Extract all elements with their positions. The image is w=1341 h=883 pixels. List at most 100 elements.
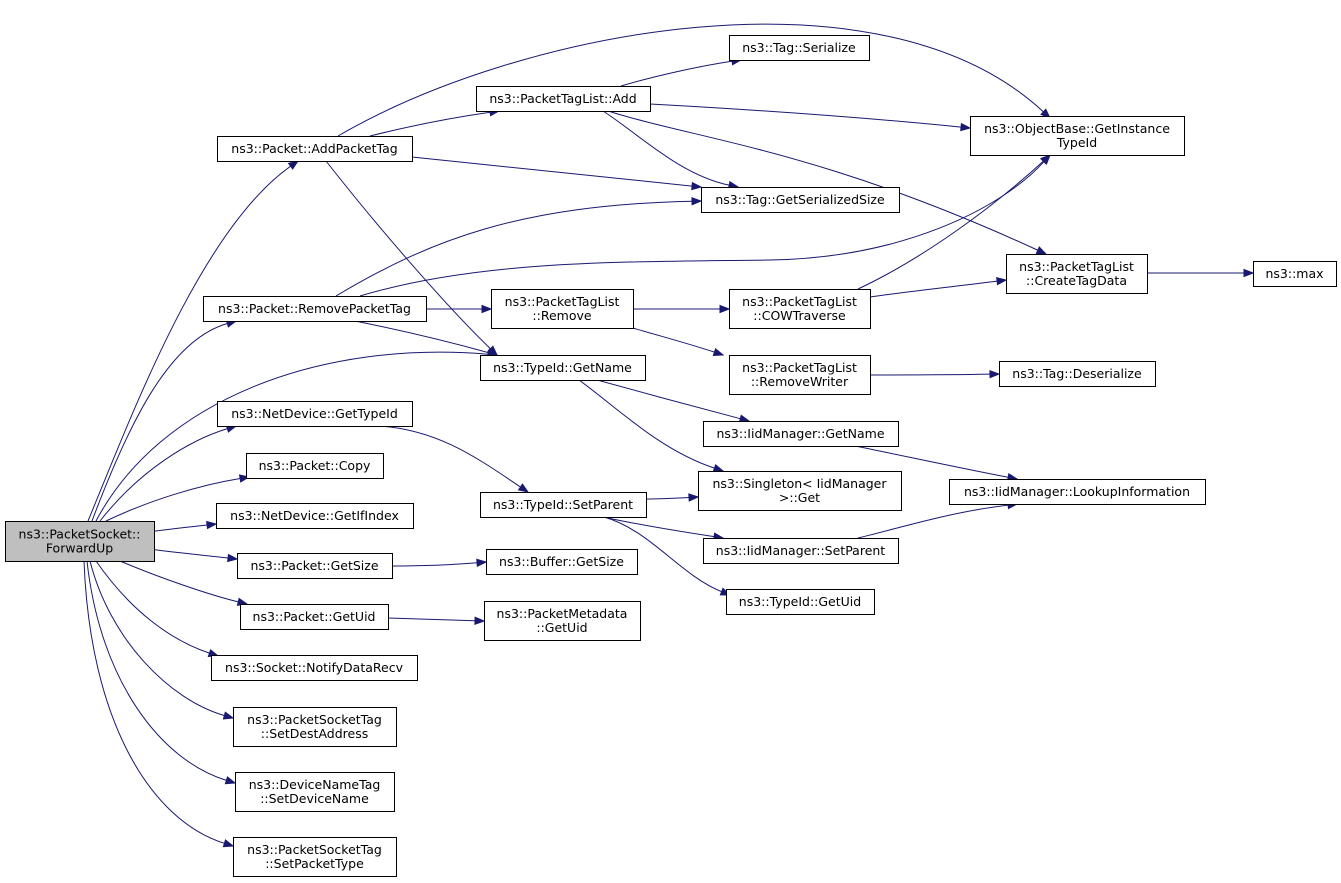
node-label: ForwardUp [46, 541, 113, 556]
arrowhead-icon [224, 776, 237, 785]
edge-line [620, 60, 733, 87]
arrowhead-icon [1035, 246, 1048, 255]
edge-forwardup-to-setpackettype [83, 560, 235, 848]
node-label: ns3::PacketTagList [742, 294, 857, 309]
node-box [703, 538, 899, 564]
node-setpackettype[interactable]: ns3::PacketSocketTag::SetPacketType [233, 837, 397, 877]
node-notifydatarecv[interactable]: ns3::Socket::NotifyDataRecv [211, 655, 418, 681]
edge-addpackettag-to-typeid_getname [325, 160, 498, 356]
arrowhead-icon [517, 483, 530, 493]
edge-line [86, 560, 227, 781]
arrowhead-icon [222, 839, 235, 848]
node-setdestaddress[interactable]: ns3::PacketSocketTag::SetDestAddress [233, 707, 397, 747]
node-metadata_getuid[interactable]: ns3::PacketMetadata::GetUid [484, 601, 641, 641]
edge-line [869, 373, 991, 376]
node-label: ns3::Packet::GetSize [250, 558, 378, 573]
node-typeid_getname[interactable]: ns3::TypeId::GetName [480, 355, 646, 381]
node-taglist_remove[interactable]: ns3::PacketTagList::Remove [491, 289, 634, 329]
node-typeid_getuid[interactable]: ns3::TypeId::GetUid [726, 589, 875, 615]
node-label: ns3::PacketSocketTag [247, 712, 382, 727]
node-box [949, 479, 1206, 505]
edge-removepackettag-to-typeid_getname [354, 320, 499, 357]
arrowhead-icon [712, 463, 725, 473]
node-box [484, 601, 641, 641]
node-packet_getuid[interactable]: ns3::Packet::GetUid [240, 604, 389, 630]
node-iid_setparent[interactable]: ns3::IidManager::SetParent [703, 538, 899, 564]
edge-cowtraverse-to-createtagdata [869, 277, 1008, 298]
node-label: ns3::TypeId::GetUid [739, 594, 861, 609]
node-tag_deserialize[interactable]: ns3::Tag::Deserialize [999, 361, 1156, 387]
edge-line [91, 323, 228, 522]
node-addpackettag[interactable]: ns3::Packet::AddPacketTag [217, 136, 413, 162]
node-removewriter[interactable]: ns3::PacketTagList::RemoveWriter [729, 355, 871, 395]
node-typeid_setparent[interactable]: ns3::TypeId::SetParent [480, 492, 647, 518]
node-taglist_add[interactable]: ns3::PacketTagList::Add [476, 86, 651, 112]
node-label: ::SetPacketType [265, 856, 364, 871]
arrowhead-icon [1243, 268, 1255, 278]
edge-removepackettag-to-getinstancetypeid [359, 153, 1051, 297]
edge-line [596, 379, 741, 420]
node-ns3_max[interactable]: ns3::max [1253, 261, 1337, 287]
node-iid_lookupinformation[interactable]: ns3::IidManager::LookupInformation [949, 479, 1206, 505]
node-packet_getsize[interactable]: ns3::Packet::GetSize [237, 553, 393, 579]
node-removepackettag[interactable]: ns3::Packet::RemovePacketTag [203, 296, 427, 322]
node-box [235, 772, 395, 812]
node-createtagdata[interactable]: ns3::PacketTagList::CreateTagData [1006, 254, 1148, 294]
edge-forwardup-to-notifydatarecv [95, 560, 220, 658]
node-packet_copy[interactable]: ns3::Packet::Copy [246, 453, 384, 479]
edge-line [99, 428, 228, 522]
node-box [703, 421, 899, 447]
edge-typeid_setparent-to-singleton_get [645, 493, 700, 502]
node-iid_getname[interactable]: ns3::IidManager::GetName [703, 421, 899, 447]
arrowhead-icon [989, 369, 1001, 379]
node-label: ns3::Packet::Copy [259, 458, 371, 473]
edge-line [337, 23, 1044, 137]
edge-line [578, 379, 715, 469]
node-label: ns3::PacketSocketTag [247, 842, 382, 857]
node-box [203, 296, 427, 322]
node-tag_serialize[interactable]: ns3::Tag::Serialize [729, 35, 870, 61]
edge-line [607, 110, 1039, 251]
node-label: TypeId [1056, 135, 1097, 150]
arrowhead-icon [688, 493, 700, 502]
node-box [237, 553, 393, 579]
node-netdevice_getifindex[interactable]: ns3::NetDevice::GetIfIndex [216, 503, 414, 529]
node-label: ::SetDeviceName [260, 791, 369, 806]
node-box [240, 604, 389, 630]
edge-taglist_remove-to-cowtraverse [633, 304, 731, 314]
node-box [480, 355, 646, 381]
node-cowtraverse[interactable]: ns3::PacketTagList::COWTraverse [729, 289, 871, 329]
edge-line [148, 548, 229, 559]
edge-packet_getsize-to-buffer_getsize [391, 558, 488, 568]
edge-line [869, 280, 998, 298]
edge-line [105, 477, 241, 522]
arrowhead-icon [712, 347, 725, 357]
node-box [5, 521, 155, 562]
node-box [698, 471, 902, 511]
edge-line [95, 351, 489, 522]
edge-line [359, 161, 1045, 297]
node-label: ns3::Tag::GetSerializedSize [715, 192, 885, 207]
node-label: ::CreateTagData [1026, 273, 1127, 288]
node-label: ns3::Packet::AddPacketTag [231, 141, 397, 156]
edge-removewriter-to-tag_deserialize [869, 369, 1001, 379]
edge-forwardup-to-removepackettag [91, 319, 238, 522]
node-netdevice_gettypeid[interactable]: ns3::NetDevice::GetTypeId [217, 401, 413, 427]
arrowhead-icon [206, 520, 218, 530]
node-forwardup[interactable]: ns3::PacketSocket::ForwardUp [5, 521, 155, 562]
node-label: ns3::Singleton< IidManager [712, 476, 887, 491]
edge-line [632, 327, 715, 353]
arrowhead-icon [691, 181, 703, 191]
node-singleton_get[interactable]: ns3::Singleton< IidManager>::Get [698, 471, 902, 511]
node-setdevicename[interactable]: ns3::DeviceNameTag::SetDeviceName [235, 772, 395, 812]
node-label: ns3::PacketMetadata [497, 606, 628, 621]
arrowhead-icon [287, 160, 300, 170]
edge-line [335, 200, 693, 297]
node-buffer_getsize[interactable]: ns3::Buffer::GetSize [486, 549, 638, 575]
node-box [480, 492, 647, 518]
node-box [217, 401, 413, 427]
node-tag_getserializedsize[interactable]: ns3::Tag::GetSerializedSize [701, 187, 900, 213]
edge-line [87, 165, 291, 522]
